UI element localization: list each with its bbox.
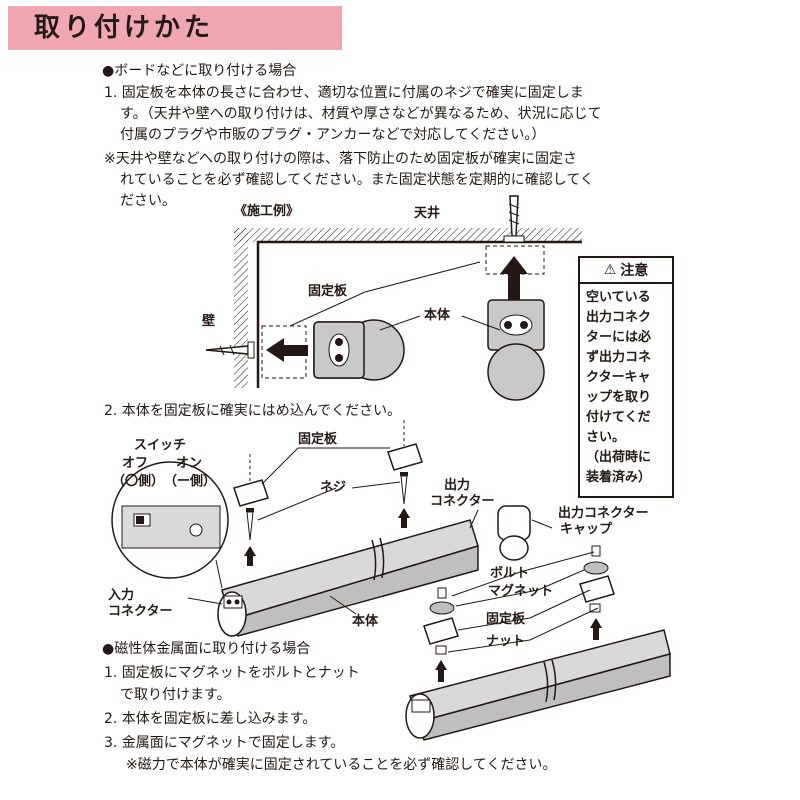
input-connector-label-1: 入力 (108, 588, 135, 603)
board-step1-line3: 付属のプラグや市販のプラグ・アンカーなどで対応してください。） (120, 127, 546, 143)
on-side-label: （ー側） (164, 474, 217, 489)
plate-label-3: 固定板 (486, 612, 526, 627)
magnetic-note: ※磁力で本体が確実に固定されていることを必ず確認してください。 (126, 757, 557, 773)
ceiling-label: 天井 (414, 206, 441, 221)
example-label: 《施工例》 (234, 204, 300, 219)
switch-detail-callout (111, 461, 229, 589)
warning-line: 出力コネク (586, 310, 652, 325)
right-screw-icon (398, 472, 410, 528)
page-title: 取り付けかた (34, 13, 215, 43)
warning-line: さい。 (586, 430, 626, 445)
warning-triangle-icon: ⚠ (603, 262, 617, 278)
warning-line: ず出力コネ (586, 350, 652, 365)
warning-line: クターキャ (586, 370, 651, 385)
bolt-icon (437, 545, 601, 599)
warning-line: 空いている (586, 290, 651, 305)
warning-line: 付けてくだ (586, 410, 651, 425)
magnetic-step1a: 1. 固定板にマグネットをボルトとナット (104, 665, 360, 681)
wall-label: 壁 (202, 314, 216, 329)
switch-label: スイッチ (134, 438, 187, 453)
left-plate-icon (233, 454, 269, 507)
board-step1-line2: す。（天井や壁への取り付けは、材質や厚さなどが異なるため、状況に応じて (120, 106, 602, 122)
magnetic-step3: 3. 金属面にマグネットで固定します。 (104, 735, 345, 751)
up-arrows-icon (435, 618, 602, 682)
magnetic-step2: 2. 本体を固定板に差し込みます。 (104, 711, 317, 727)
magnetic-heading: ●磁性体金属面に取り付ける場合 (102, 641, 311, 657)
warning-line: 装着済み） (586, 470, 652, 485)
title-banner: 取り付けかた (8, 6, 342, 50)
nut-icon (435, 603, 601, 655)
warning-line: （出荷時に (586, 450, 652, 465)
left-screw-icon (244, 508, 256, 566)
output-connector-label-1: 出力 (444, 478, 471, 493)
plate-label-2: 固定板 (298, 432, 338, 447)
cap-label-1: 出力コネクター (558, 506, 649, 521)
connector-cap-icon (497, 505, 531, 561)
warning-title: 注意 (620, 263, 649, 279)
warning-line: ターには必 (586, 330, 652, 345)
board-step2: 2. 本体を固定板に確実にはめ込んでください。 (104, 403, 402, 419)
ceiling-body-icon (487, 299, 545, 401)
board-note-line3: ださい。 (120, 193, 176, 209)
fixture-body-icon (217, 519, 479, 637)
board-note-line1: ※天井や壁などへの取り付けの際は、落下防止のため固定板が確実に固定さ (104, 151, 578, 167)
board-note-line2: れていることを必ず確認してください。また固定状態を定期的に確認してく (120, 172, 594, 188)
warning-line: ップを取り (586, 390, 652, 405)
magnet-plate-icon (423, 575, 615, 645)
screw-label: ネジ (320, 480, 347, 495)
warning-header: ⚠ 注意 (580, 258, 672, 284)
input-connector-label-2: コネクター (108, 604, 173, 619)
wall-screw-icon (205, 341, 255, 359)
wall-body-icon (313, 319, 405, 381)
plate-label: 固定板 (308, 284, 348, 299)
magnet-icon (429, 561, 609, 615)
right-plate-icon (387, 420, 423, 471)
ceiling-screw-icon (503, 195, 525, 243)
output-connector-label-2: コネクター (430, 494, 495, 509)
second-fixture-icon (405, 629, 671, 741)
board-heading: ●ボードなどに取り付ける場合 (102, 63, 297, 79)
up-arrow-icon (500, 256, 528, 300)
on-label: オン (176, 456, 203, 471)
off-side-label: （〇側） (112, 474, 165, 489)
magnet-label: マグネット (488, 584, 554, 599)
body-label: 本体 (424, 308, 451, 323)
warning-body: 空いている 出力コネク ターには必 ず出力コネ クターキャ ップを取り 付けてく… (580, 284, 672, 492)
board-step1-line1: 1. 固定板を本体の長さに合わせ、適切な位置に付属のネジで確実に固定しま (104, 85, 584, 101)
left-arrow-icon (266, 338, 308, 362)
body-label-2: 本体 (352, 614, 379, 629)
magnetic-step1b: で取り付けます。 (120, 687, 231, 703)
off-label: オフ (122, 456, 149, 471)
nut-label: ナット (486, 634, 526, 649)
bolt-label: ボルト (490, 566, 530, 581)
warning-box: ⚠ 注意 空いている 出力コネク ターには必 ず出力コネ クターキャ ップを取り… (578, 256, 674, 498)
cap-label-2: キャップ (560, 522, 613, 537)
